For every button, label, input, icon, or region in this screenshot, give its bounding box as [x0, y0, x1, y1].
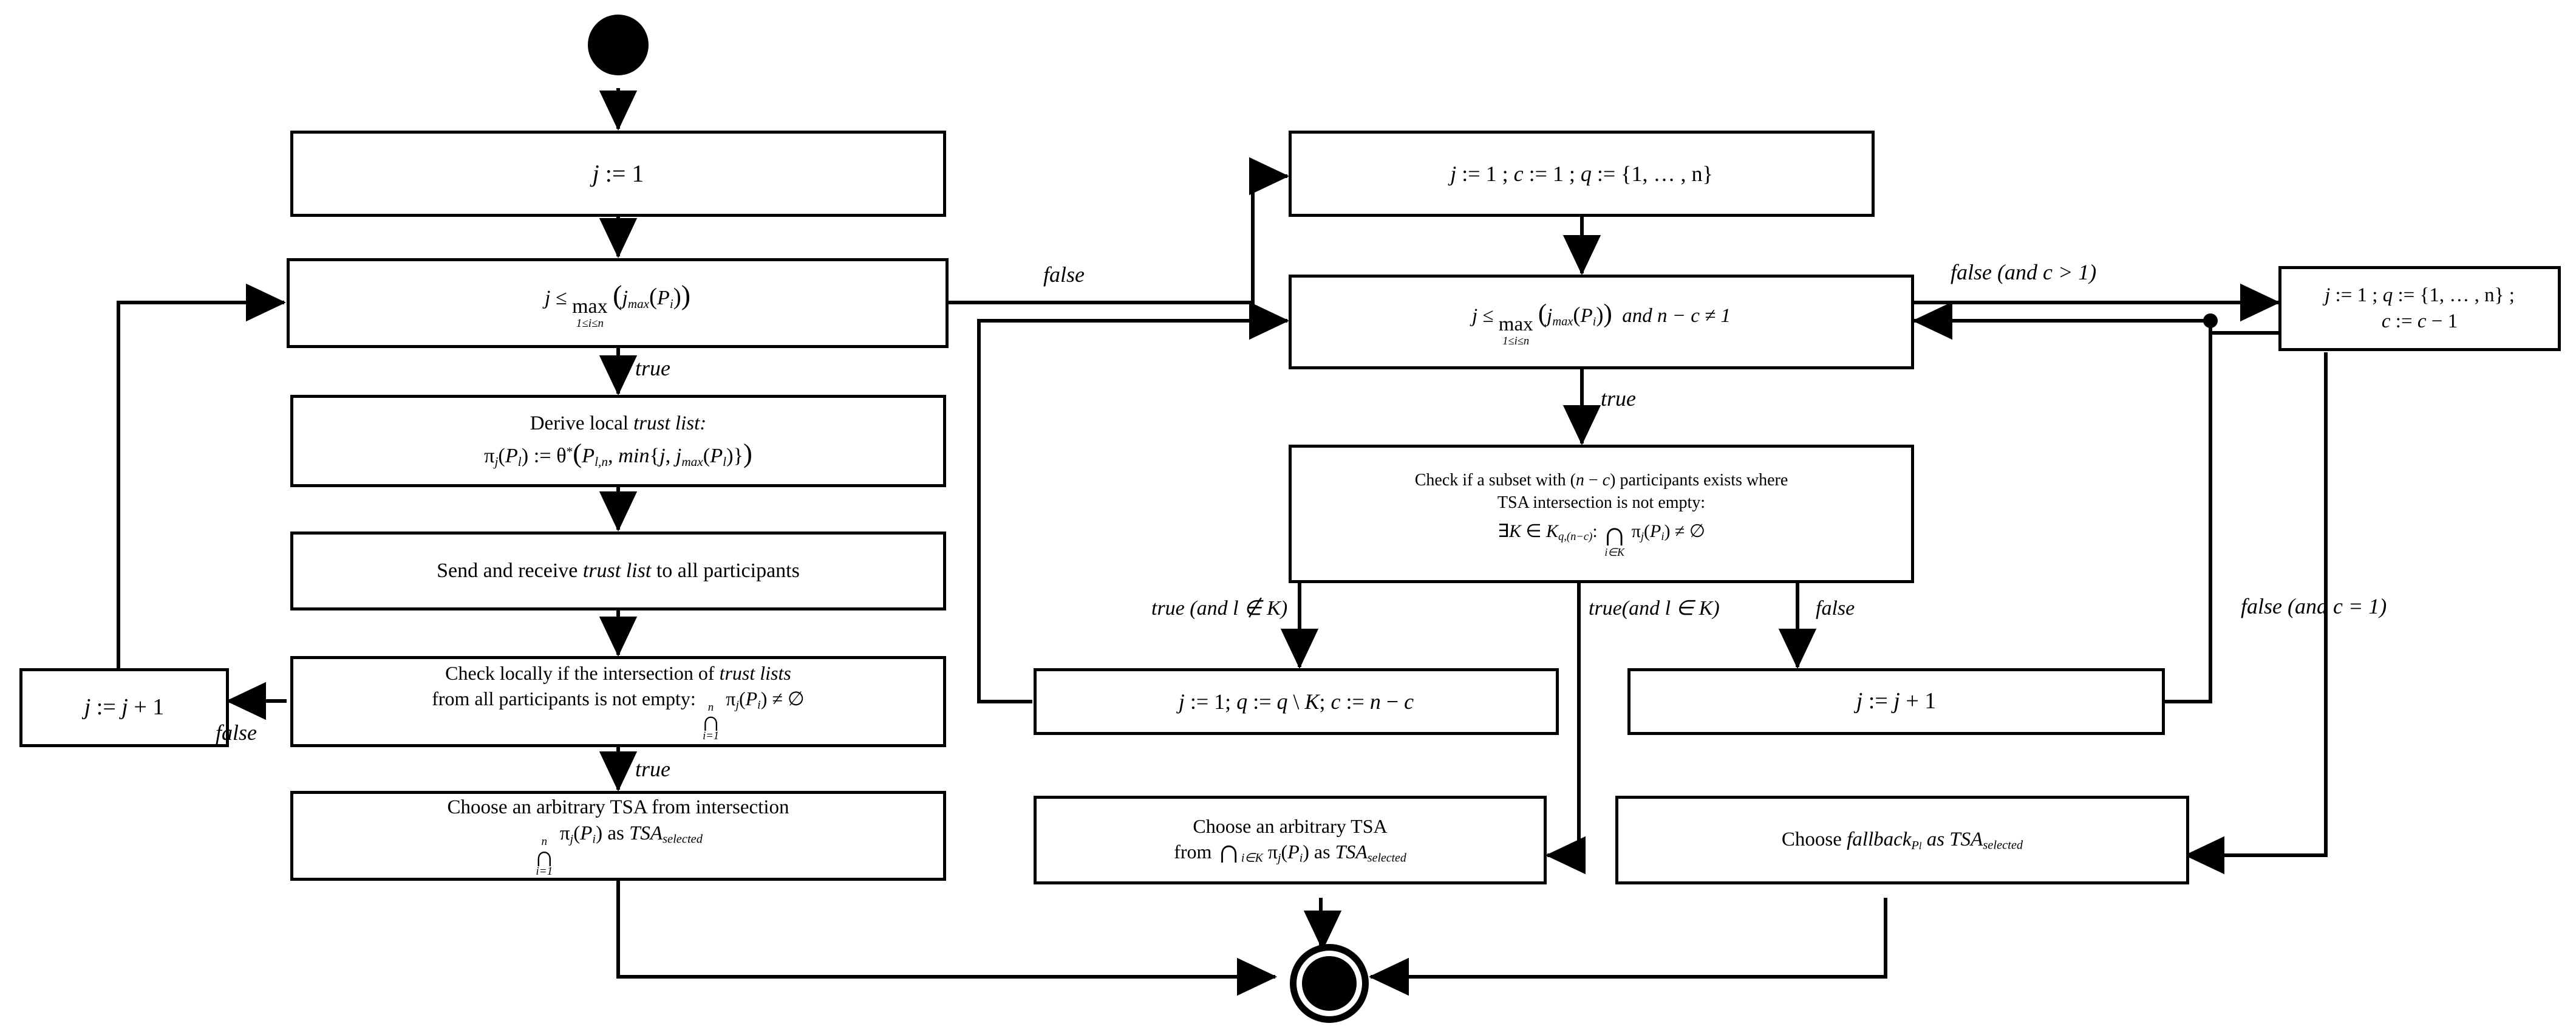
node-right-init-label: j := 1 ; c := 1 ; q := {1, … , n} [1450, 161, 1713, 186]
node-choose-fallback-label: Choose fallbackPl as TSAselected [1781, 828, 2023, 852]
edge-label-right-true: true [1601, 386, 1636, 411]
node-send-receive-label: Send and receive trust list to all parti… [437, 559, 800, 582]
node-subset-assign[interactable]: j := 1; q := q \ K; c := n − c [1034, 668, 1559, 735]
node-derive-trust-list-label: Derive local trust list: πj(Pl) := θ*(Pl… [484, 412, 752, 470]
node-left-init[interactable]: j := 1 [290, 131, 946, 217]
node-check-subset-label: Check if a subset with (n − c) participa… [1414, 471, 1788, 558]
edge-label-right-false-c-eq-1: false (and c = 1) [2241, 594, 2387, 618]
edge-label-left-false: false [1043, 262, 1085, 287]
edge-label-left-loop-false: false [216, 720, 257, 745]
node-left-init-label: j := 1 [592, 160, 644, 187]
edge-label-left-true: true [635, 356, 670, 380]
node-choose-tsa-subset[interactable]: Choose an arbitrary TSA from ∩i∈K πj(Pi)… [1034, 796, 1547, 884]
node-subset-assign-label: j := 1; q := q \ K; c := n − c [1178, 689, 1414, 714]
node-increment-j-left[interactable]: j := j + 1 [19, 668, 229, 747]
node-increment-j-right-label: j := j + 1 [1856, 688, 1937, 714]
node-check-local-intersection-label: Check locally if the intersection of tru… [432, 662, 805, 743]
node-choose-fallback[interactable]: Choose fallbackPl as TSAselected [1615, 796, 2189, 884]
edge-label-subset-true-not-in-k: true (and l ∉ K) [1151, 597, 1288, 620]
node-check-subset[interactable]: Check if a subset with (n − c) participa… [1289, 445, 1914, 583]
end-node-core [1302, 956, 1357, 1011]
node-right-init[interactable]: j := 1 ; c := 1 ; q := {1, … , n} [1289, 131, 1875, 217]
node-derive-trust-list[interactable]: Derive local trust list: πj(Pl) := θ*(Pl… [290, 395, 946, 487]
edge-label-check-local-true: true [635, 757, 670, 781]
node-check-local-intersection[interactable]: Check locally if the intersection of tru… [290, 656, 946, 747]
node-reset-q-decrement-c[interactable]: j := 1 ; q := {1, … , n} ; c := c − 1 [2278, 266, 2561, 351]
end-node [1290, 944, 1369, 1023]
node-choose-tsa-left[interactable]: Choose an arbitrary TSA from intersectio… [290, 791, 946, 881]
node-reset-q-decrement-c-label: j := 1 ; q := {1, … , n} ; c := c − 1 [2325, 284, 2515, 332]
edge-label-subset-false: false [1816, 597, 1855, 620]
node-choose-tsa-subset-label: Choose an arbitrary TSA from ∩i∈K πj(Pi)… [1174, 815, 1406, 870]
edge-label-right-false-c-gt-1: false (and c > 1) [1951, 260, 2097, 284]
node-increment-j-right[interactable]: j := j + 1 [1627, 668, 2165, 735]
node-choose-tsa-left-label: Choose an arbitrary TSA from intersectio… [447, 796, 789, 878]
node-send-receive[interactable]: Send and receive trust list to all parti… [290, 532, 946, 610]
node-increment-j-left-label: j := j + 1 [84, 694, 165, 720]
start-node [588, 15, 649, 75]
edge-label-subset-true-in-k: true(and l ∈ K) [1589, 597, 1720, 620]
